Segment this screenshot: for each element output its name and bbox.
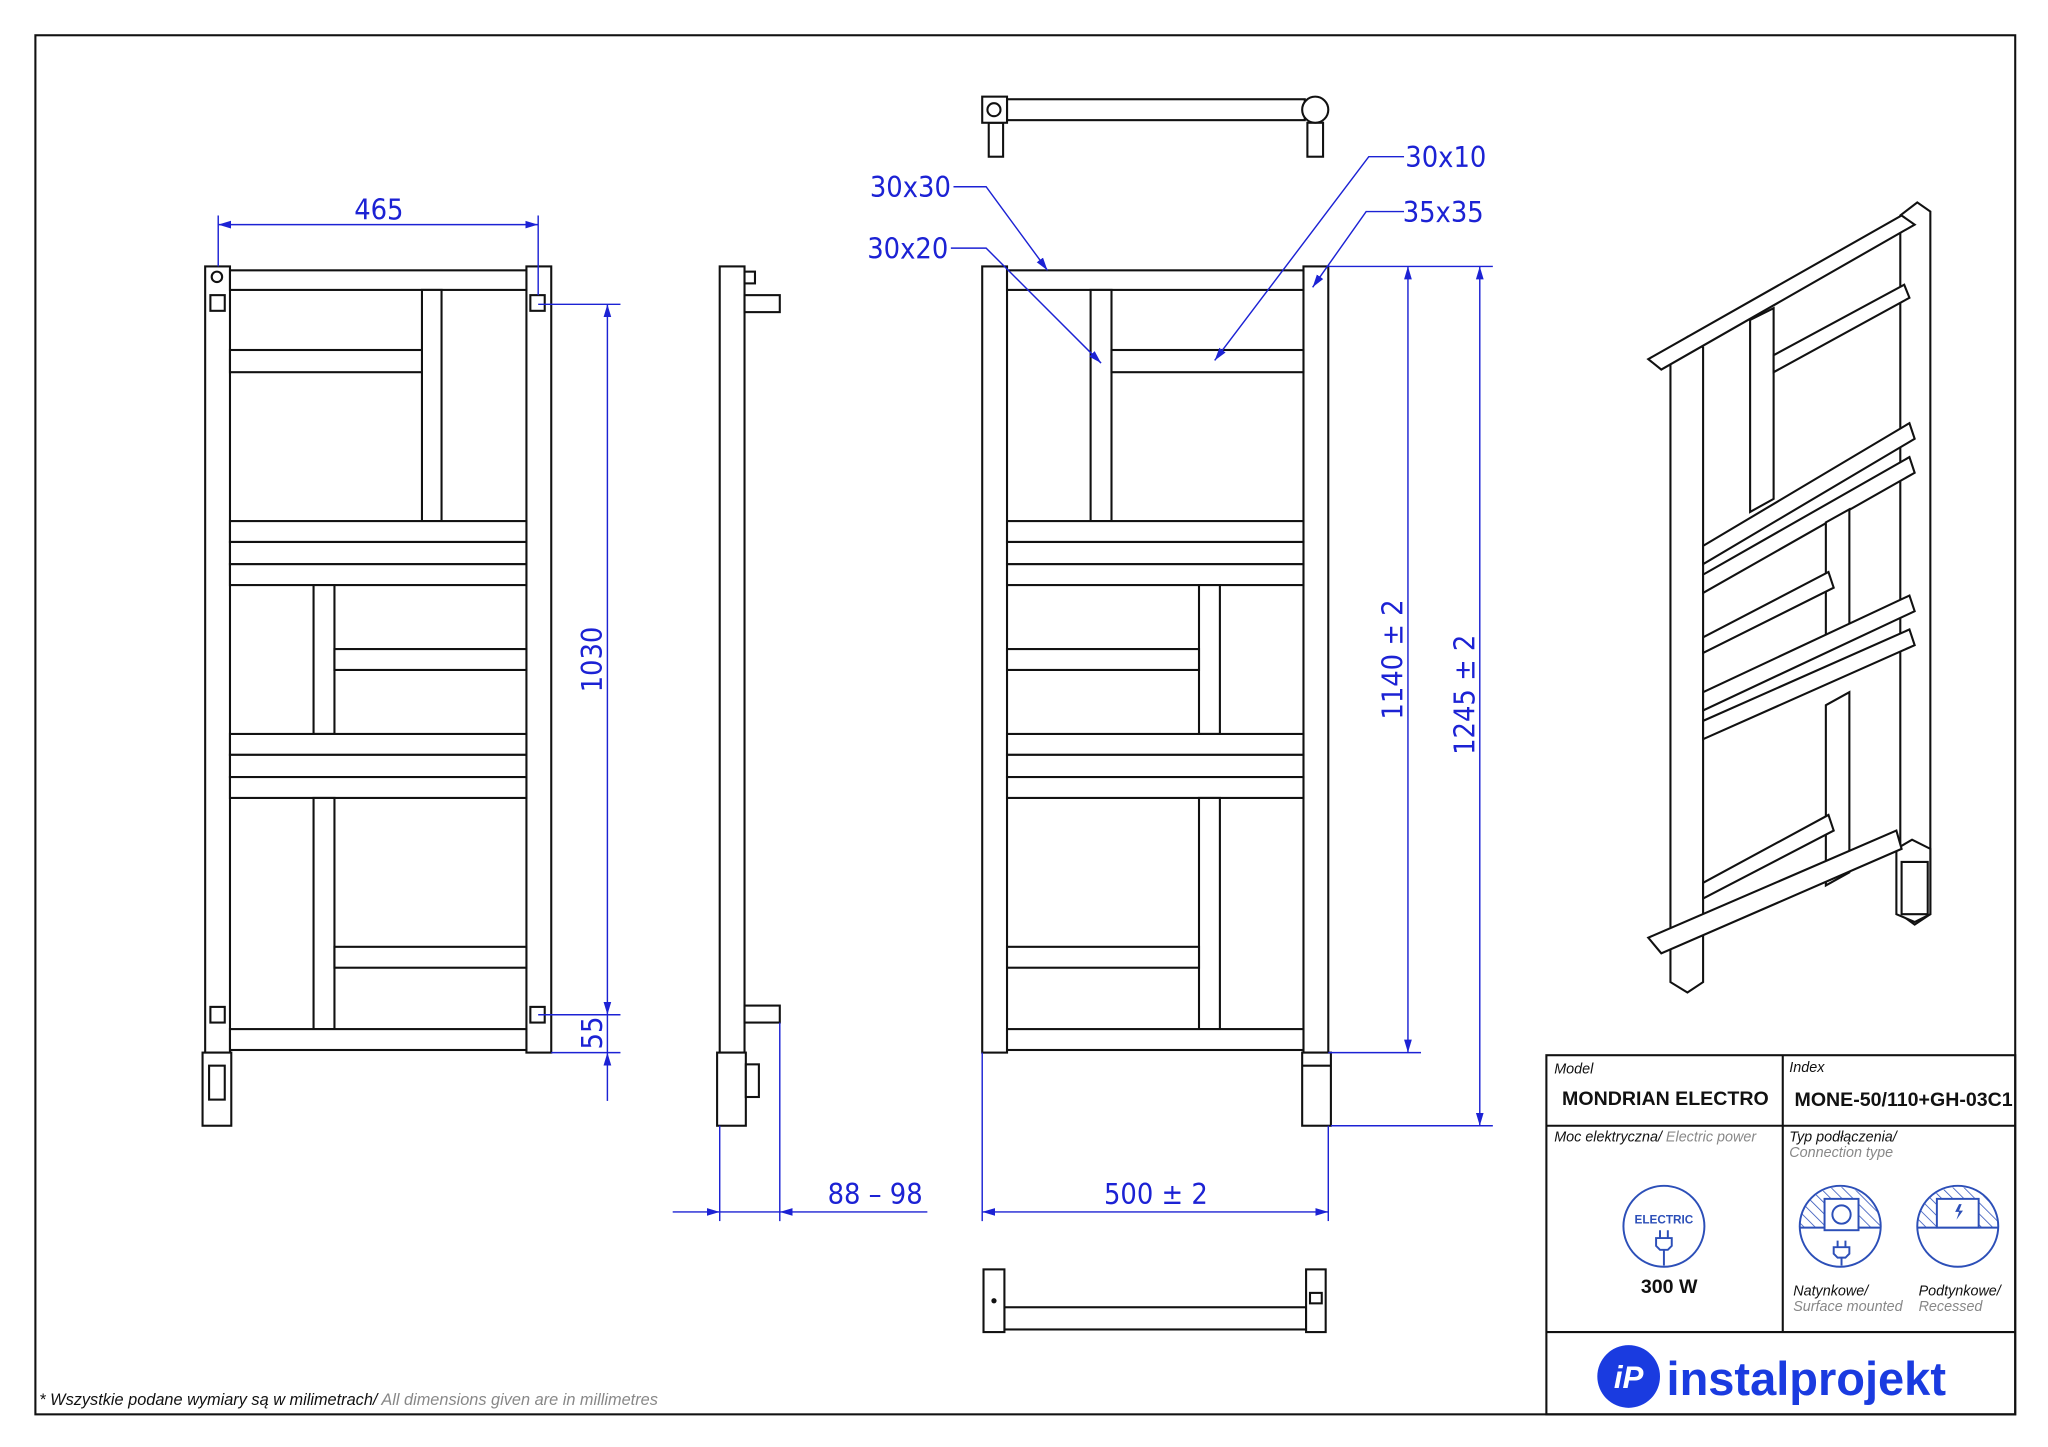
svg-text:35x35: 35x35 bbox=[1403, 195, 1484, 229]
svg-text:Natynkowe/: Natynkowe/ bbox=[1793, 1284, 1870, 1300]
svg-text:500 ± 2: 500 ± 2 bbox=[1104, 1177, 1208, 1211]
svg-text:465: 465 bbox=[354, 192, 403, 226]
svg-text:Index: Index bbox=[1789, 1060, 1825, 1076]
dim-height: 1140 ± 2 1245 ± 2 bbox=[1328, 265, 1493, 1127]
footnote: * Wszystkie podane wymiary są w milimetr… bbox=[39, 1391, 658, 1409]
drawing-border bbox=[34, 34, 2017, 1416]
svg-text:Podtynkowe/: Podtynkowe/ bbox=[1919, 1284, 2003, 1300]
svg-text:1245 ± 2: 1245 ± 2 bbox=[1448, 635, 1482, 755]
top-view bbox=[981, 95, 1330, 158]
isometric-view bbox=[1646, 201, 1932, 994]
svg-text:Surface mounted: Surface mounted bbox=[1793, 1299, 1903, 1315]
svg-text:30x20: 30x20 bbox=[867, 232, 948, 266]
model-value: MONDRIAN ELECTRO bbox=[1562, 1088, 1769, 1110]
svg-text:30x10: 30x10 bbox=[1405, 140, 1486, 174]
front-view bbox=[981, 265, 1332, 1127]
bottom-view bbox=[982, 1268, 1327, 1334]
svg-text:1140 ± 2: 1140 ± 2 bbox=[1376, 599, 1410, 719]
front-view-rear bbox=[201, 265, 553, 1127]
svg-text:Moc elektryczna/ Electric powe: Moc elektryczna/ Electric power bbox=[1554, 1129, 1757, 1145]
dim-1030: 1030 55 bbox=[538, 303, 621, 1101]
recessed-icon bbox=[1916, 1184, 2000, 1268]
svg-text:Model: Model bbox=[1554, 1061, 1594, 1077]
svg-text:1030: 1030 bbox=[575, 627, 609, 693]
svg-text:88 – 98: 88 – 98 bbox=[828, 1177, 923, 1211]
surface-mounted-icon bbox=[1798, 1184, 1882, 1268]
dim-465: 465 bbox=[217, 192, 539, 296]
svg-text:Recessed: Recessed bbox=[1919, 1299, 1984, 1315]
svg-text:Connection type: Connection type bbox=[1789, 1145, 1893, 1161]
svg-text:30x30: 30x30 bbox=[870, 170, 951, 204]
vent-icon bbox=[210, 270, 224, 284]
electric-plug-icon: ELECTRIC bbox=[1622, 1184, 1706, 1268]
side-view: 88 – 98 bbox=[672, 265, 928, 1222]
profile-leaders: 30x30 30x20 30x10 35x35 bbox=[867, 140, 1486, 364]
svg-text:55: 55 bbox=[575, 1017, 609, 1050]
brand-name: instalprojekt bbox=[1667, 1352, 1947, 1405]
power-value: 300 W bbox=[1641, 1276, 1698, 1298]
svg-text:Typ podłączenia/: Typ podłączenia/ bbox=[1789, 1129, 1899, 1145]
svg-text:iP: iP bbox=[1614, 1360, 1644, 1395]
index-value: MONE-50/110+GH-03C1 bbox=[1795, 1089, 2013, 1111]
title-block: Model MONDRIAN ELECTRO Index MONE-50/110… bbox=[1545, 1054, 2017, 1416]
dim-500: 500 ± 2 bbox=[981, 1052, 1330, 1222]
instalprojekt-logo: iP instalprojekt bbox=[1597, 1345, 1946, 1408]
svg-text:ELECTRIC: ELECTRIC bbox=[1635, 1214, 1694, 1227]
